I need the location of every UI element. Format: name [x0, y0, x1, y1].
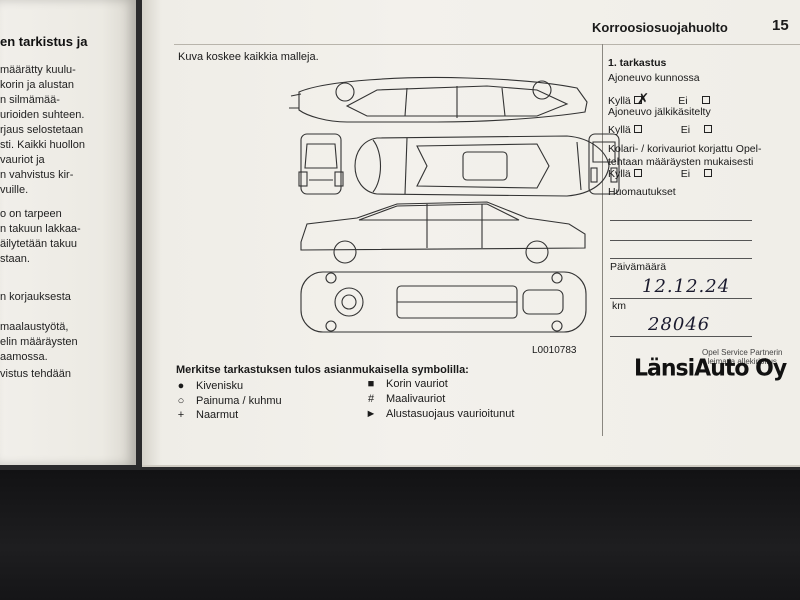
left-text-line: elin määräysten	[0, 336, 78, 348]
left-text-line: aamossa.	[0, 351, 48, 363]
question-aftertreatment: Ajoneuvo jälkikäsitelty	[608, 106, 711, 118]
yes-checkbox[interactable]	[633, 169, 642, 177]
diagram-caption: Kuva koskee kaikkia malleja.	[178, 51, 319, 63]
legend-item: ►Alustasuojaus vaurioitunut	[365, 408, 515, 420]
dealer-stamp-logo: LänsiAuto Oy	[634, 355, 787, 382]
inspection-section-title: 1. tarkastus	[608, 57, 667, 69]
left-text-line: n korjauksesta	[0, 291, 71, 303]
column-divider	[602, 44, 603, 436]
legend-title: Merkitse tarkastuksen tulos asianmukaise…	[176, 364, 469, 376]
legend-item: ●Kivenisku	[174, 380, 243, 392]
left-text-line: korin ja alustan	[0, 79, 74, 91]
left-page: en tarkistus ja määrätty kuulu- korin ja…	[0, 0, 136, 465]
yes-checkbox[interactable]	[633, 125, 642, 133]
km-line	[610, 336, 752, 337]
left-text-line: vistus tehdään	[0, 368, 71, 380]
notes-line[interactable]	[610, 220, 752, 221]
header-rule	[174, 44, 800, 45]
km-label: km	[612, 300, 626, 312]
left-text-line: n silmämää-	[0, 94, 60, 106]
left-text-line: määrätty kuulu-	[0, 64, 76, 76]
notes-line[interactable]	[610, 240, 752, 241]
right-page: Korroosiosuojahuolto 15 Kuva koskee kaik…	[142, 0, 800, 467]
legend-item: ○Painuma / kuhmu	[174, 395, 282, 407]
left-text-line: maalaustyötä,	[0, 321, 69, 333]
answer-row: Kyllä Ei	[608, 124, 713, 136]
left-text-line: n takuun lakkaa-	[0, 223, 81, 235]
question-damage-repaired: Kolari- / korivauriot korjattu Opel-	[608, 143, 762, 155]
partner-stamp-label: Opel Service Partnerin leima ja allekirj…	[702, 348, 783, 366]
triangle-right-icon: ►	[365, 408, 377, 420]
yes-checkbox[interactable]	[633, 96, 642, 104]
dark-fabric	[0, 470, 800, 600]
check-mark: ✗	[636, 90, 650, 108]
filled-square-icon: ■	[367, 378, 375, 390]
notes-line[interactable]	[610, 258, 752, 259]
no-checkbox[interactable]	[701, 96, 710, 104]
car-side-view-icon	[300, 201, 586, 264]
date-handwritten[interactable]: 12.12.24	[642, 276, 731, 297]
left-text-line: vauriot ja	[0, 154, 45, 166]
notes-label: Huomautukset	[608, 186, 676, 198]
car-front-view-icon	[298, 133, 344, 195]
plus-icon: +	[177, 409, 185, 421]
no-checkbox[interactable]	[704, 169, 713, 177]
page-number: 15	[772, 17, 789, 34]
filled-circle-icon: ●	[177, 380, 185, 392]
page-title: Korroosiosuojahuolto	[592, 20, 728, 35]
left-text-line: staan.	[0, 253, 30, 265]
left-text-line: vuille.	[0, 184, 29, 196]
km-handwritten[interactable]: 28046	[648, 314, 711, 335]
left-text-line: urioiden suhteen.	[0, 109, 85, 121]
no-checkbox[interactable]	[704, 125, 713, 133]
question-vehicle-ok: Ajoneuvo kunnossa	[608, 72, 700, 84]
car-underbody-view-icon	[300, 271, 587, 333]
answer-row: Kyllä Ei	[608, 168, 713, 180]
car-damage-diagram	[289, 76, 620, 333]
date-label: Päivämäärä	[610, 261, 667, 273]
left-text-line: n vahvistus kir-	[0, 169, 74, 181]
question-damage-repaired-cont: tehtaan määräysten mukaisesti	[608, 156, 754, 168]
left-page-heading: en tarkistus ja	[0, 34, 88, 49]
answer-row: Kyllä ✗ Ei	[608, 90, 710, 108]
car-top-view-icon	[289, 76, 588, 123]
legend-item: +Naarmut	[174, 409, 238, 421]
left-text-line: sti. Kaikki huollon	[0, 139, 85, 151]
hollow-circle-icon: ○	[177, 395, 185, 407]
hash-icon: #	[367, 393, 375, 405]
left-text-line: o on tarpeen	[0, 208, 62, 220]
left-text-line: äilytetään takuu	[0, 238, 78, 250]
car-rear-view-icon	[588, 133, 620, 195]
legend-item: ■Korin vauriot	[364, 378, 448, 390]
left-text-line: rjaus selostetaan	[0, 124, 84, 136]
legend-item: #Maalivauriot	[364, 393, 445, 405]
date-line	[610, 298, 752, 299]
diagram-reference: L0010783	[532, 345, 577, 356]
car-plan-view-icon	[354, 135, 610, 197]
